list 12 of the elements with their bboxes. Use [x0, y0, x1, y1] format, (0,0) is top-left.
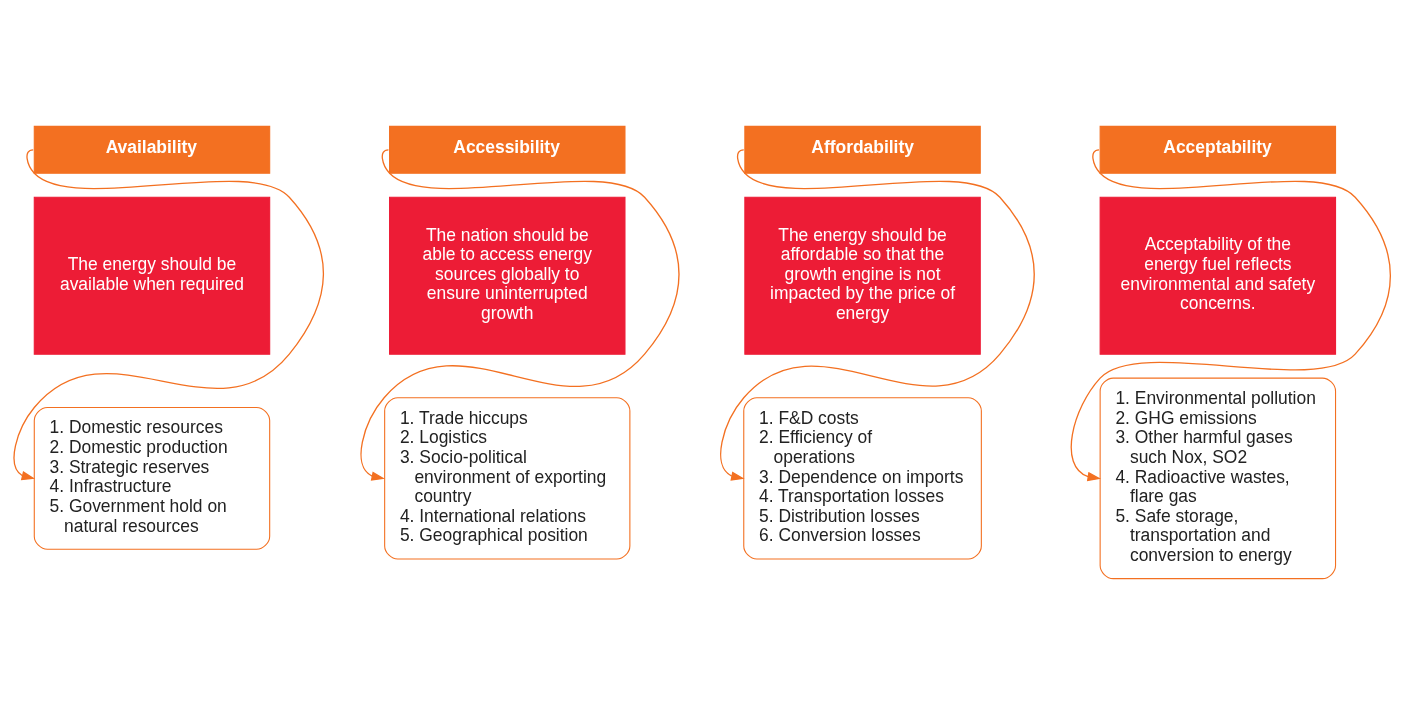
node-box: 1. Environmental pollution 2. GHG emissions 3. Other harmful gases such Nox, SO2 4. Radioactive wastes, flare gas 5. Safe storage, transportation and conversion to energy: [1099, 377, 1337, 579]
node-box: Acceptability of the energy fuel reflects environmental and safety concerns.: [1099, 196, 1337, 355]
node-box: 1. F&D costs 2. Efficiency of operations 3. Dependence on imports 4. Transportation losses 5. Distribution losses 6. Conversion losses: [743, 396, 982, 560]
node-box: The nation should be able to access energy sources globally to ensure uninterrupted growth: [389, 196, 626, 355]
node-box: The energy should be affordable so that the growth engine is not impacted by the price of energy: [744, 196, 981, 355]
node-box: Affordability: [744, 125, 981, 174]
node-box: The energy should be available when required: [33, 196, 271, 355]
node-box: 1. Trade hiccups 2. Logistics 3. Socio-political environment of exporting country 4. International relations 5. Geographical position: [384, 396, 631, 560]
node-box: Availability: [33, 125, 271, 174]
node-box: Accessibility: [389, 125, 626, 174]
node-box: 1. Domestic resources 2. Domestic production 3. Strategic reserves 4. Infrastructure 5. Government hold on natural resources: [33, 406, 271, 550]
node-box: Acceptability: [1099, 125, 1337, 174]
